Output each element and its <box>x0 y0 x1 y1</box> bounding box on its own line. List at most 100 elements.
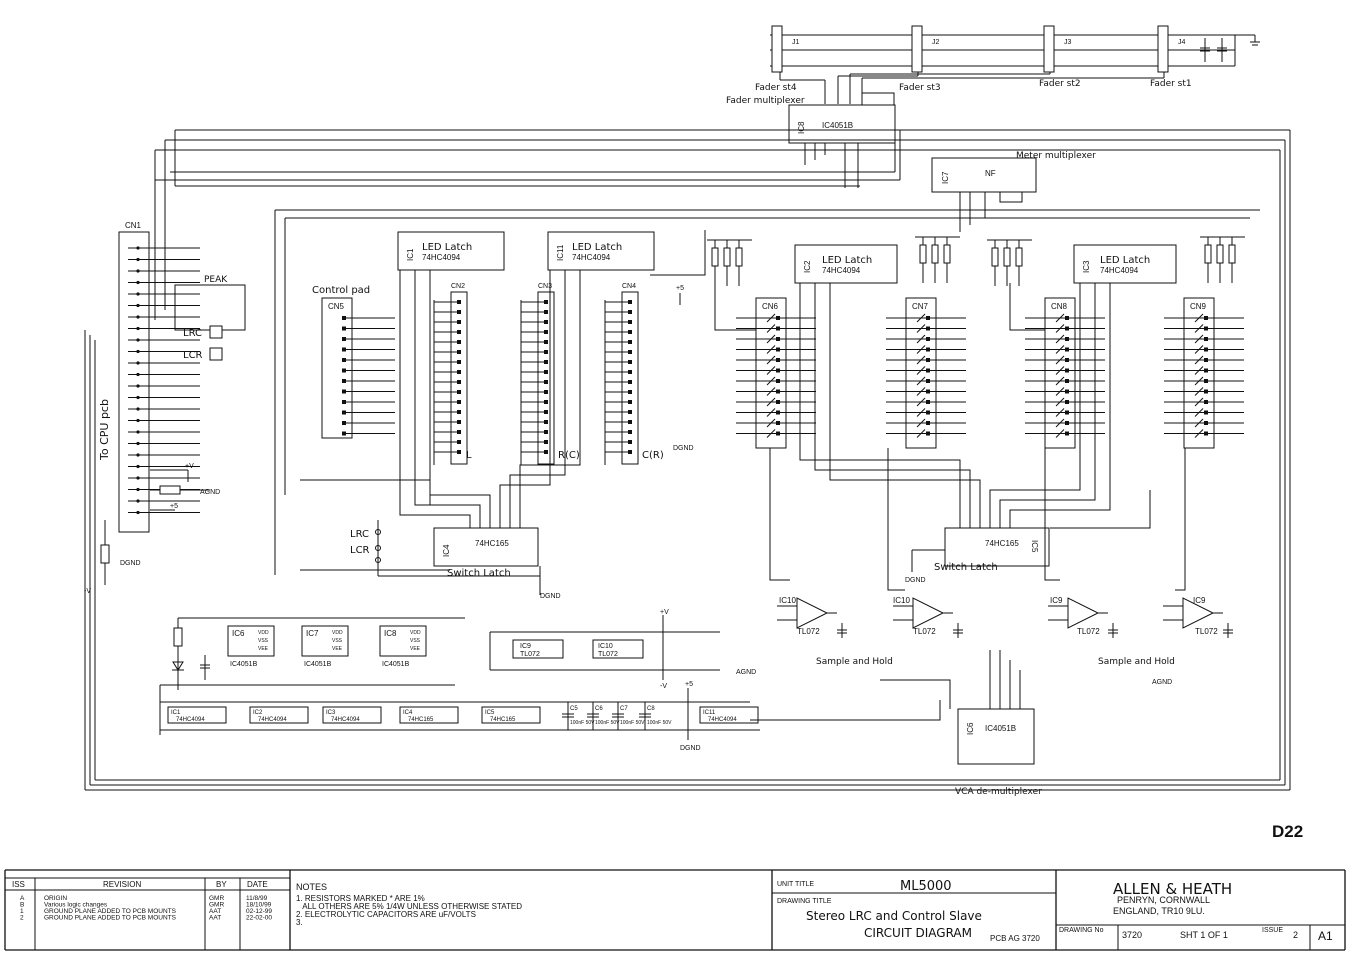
pb-ic-pin: VEE <box>258 646 269 652</box>
ic2-part: 74HC4094 <box>822 266 861 275</box>
pb-cap-value: 100nF 50V <box>570 720 595 726</box>
lcr-label: LCR <box>183 350 203 361</box>
notes-header: NOTES <box>296 882 327 892</box>
pb-ic-ic6 <box>227 625 275 657</box>
ic11-part: 74HC4094 <box>572 253 611 262</box>
pb-cap-name: C6 <box>595 706 603 712</box>
pb-ic-pin: VSS <box>258 638 269 644</box>
ic9a-name: IC9 <box>1050 596 1063 605</box>
revision-text: GROUND PLANE ADDED TO PCB MOUNTS <box>44 915 177 922</box>
pb-ic-pin: VSS <box>410 638 421 644</box>
pb-row-part: 74HC4094 <box>331 717 360 723</box>
drawing-title-1: Stereo LRC and Control Slave <box>806 909 982 923</box>
pb-ic-pin: VSS <box>332 638 343 644</box>
plus5-cn1: +5 <box>170 503 178 510</box>
pb-row-part: 74HC4094 <box>258 717 287 723</box>
drawing-title-2: CIRCUIT DIAGRAM <box>864 926 972 940</box>
ic1-part: 74HC4094 <box>422 253 461 262</box>
fader-mux-label: Fader multiplexer <box>726 96 805 106</box>
ic3-title: LED Latch <box>1100 255 1150 266</box>
issue-label: ISSUE <box>1262 927 1283 934</box>
ic8-name: IC8 <box>797 121 806 134</box>
note-1b: ALL OTHERS ARE 5% 1/4W UNLESS OTHERWISE … <box>296 902 522 911</box>
rc-label: R(C) <box>558 450 580 461</box>
minus-v-pb: -V <box>660 683 667 690</box>
fader-connector-j1 <box>771 25 783 73</box>
pb-row-ic5 <box>481 706 541 724</box>
minus-v-cn1: -V <box>84 588 91 595</box>
ic9a-part: TL072 <box>1077 627 1100 636</box>
ic10b-name: IC10 <box>893 596 910 605</box>
ic1-name: IC1 <box>406 248 415 261</box>
revision-iss: A <box>20 895 25 902</box>
pb-row-name: IC1 <box>171 710 181 716</box>
pcb-number: PCB AG 3720 <box>990 934 1040 943</box>
fader-st1-label: Fader st1 <box>1150 79 1192 89</box>
pb-opamp-ic9-part: TL072 <box>520 651 540 658</box>
agnd-cn1: AGND <box>200 489 220 496</box>
plus-v-pb: +V <box>660 609 669 616</box>
pb-row-ic3 <box>322 706 382 724</box>
j3-label: J3 <box>1064 39 1072 46</box>
l-label: L <box>466 450 472 461</box>
address-1: PENRYN, CORNWALL <box>1117 895 1210 905</box>
dgnd-cn4: DGND <box>673 445 694 452</box>
led-latch-ic3: IC3 LED Latch 74HC4094 <box>1073 244 1177 284</box>
cn1-label: CN1 <box>125 221 142 230</box>
pb-row-part: 74HC165 <box>490 717 516 723</box>
ic4-switch-latch: IC4 74HC165 Switch Latch LRC LCR DGND <box>350 520 561 600</box>
ic8-part: IC4051B <box>822 121 853 130</box>
pb-ic-part: IC4051B <box>304 661 332 668</box>
ic5-name: IC5 <box>1030 540 1039 553</box>
ic9b-name: IC9 <box>1193 596 1206 605</box>
pb-row-ic11 <box>699 706 759 724</box>
ic4-part: 74HC165 <box>475 539 509 548</box>
j4-label: J4 <box>1178 39 1186 46</box>
switch-latch-right-label: Switch Latch <box>934 562 998 573</box>
pb-row-name: IC2 <box>253 710 263 716</box>
fader-connector-j2 <box>911 25 923 73</box>
peak-label: PEAK <box>204 275 228 285</box>
revision-date: 22-02-00 <box>246 915 272 922</box>
pb-row-part: 74HC4094 <box>176 717 205 723</box>
ic6-vca-demux: IC6 IC4051B VCA de-multiplexer <box>955 650 1042 797</box>
ic1-title: LED Latch <box>422 242 472 253</box>
pb-row-part: 74HC4094 <box>708 717 737 723</box>
pb-ic-part: IC4051B <box>382 661 410 668</box>
by-header: BY <box>216 880 227 889</box>
ic3-part: 74HC4094 <box>1100 266 1139 275</box>
pb-ic-pin: VEE <box>332 646 343 652</box>
pb-ic-ic8 <box>379 625 427 657</box>
revision-by: GMR <box>209 902 224 909</box>
led-latch-ic1: IC1 LED Latch 74HC4094 <box>397 231 505 271</box>
ic11-title: LED Latch <box>572 242 622 253</box>
ic6-part: IC4051B <box>985 724 1016 733</box>
pb-cap-value: 100nF 50V <box>620 720 645 726</box>
pb-row-ic2 <box>249 706 309 724</box>
pb-row-name: IC4 <box>403 710 413 716</box>
cr-label: C(R) <box>642 450 664 461</box>
pb-row-ic1 <box>167 706 227 724</box>
dgnd-ic4: DGND <box>540 593 561 600</box>
to-cpu-label: To CPU pcb <box>98 399 111 461</box>
drawing-no-label: DRAWING No <box>1059 927 1104 934</box>
dgnd-pb: DGND <box>680 745 701 752</box>
lrc-label: LRC <box>183 328 202 339</box>
ic9b-part: TL072 <box>1195 627 1218 636</box>
cn2-cn3-cn4: CN2 CN3 CN4 L R(C) C(R) +5 DGND <box>433 283 694 465</box>
drawing-title-label: DRAWING TITLE <box>777 898 832 905</box>
cn3-label: CN3 <box>538 283 552 290</box>
sheet-size: A1 <box>1318 929 1333 943</box>
revision-iss: 2 <box>20 915 24 922</box>
pb-cap-name: C7 <box>620 706 628 712</box>
vca-demux-label: VCA de-multiplexer <box>955 787 1042 797</box>
agnd-pb: AGND <box>736 669 756 676</box>
company-name: ALLEN & HEATH <box>1113 880 1232 898</box>
ic11-name: IC11 <box>556 244 565 261</box>
plus-v-cn1: +V <box>185 463 194 470</box>
